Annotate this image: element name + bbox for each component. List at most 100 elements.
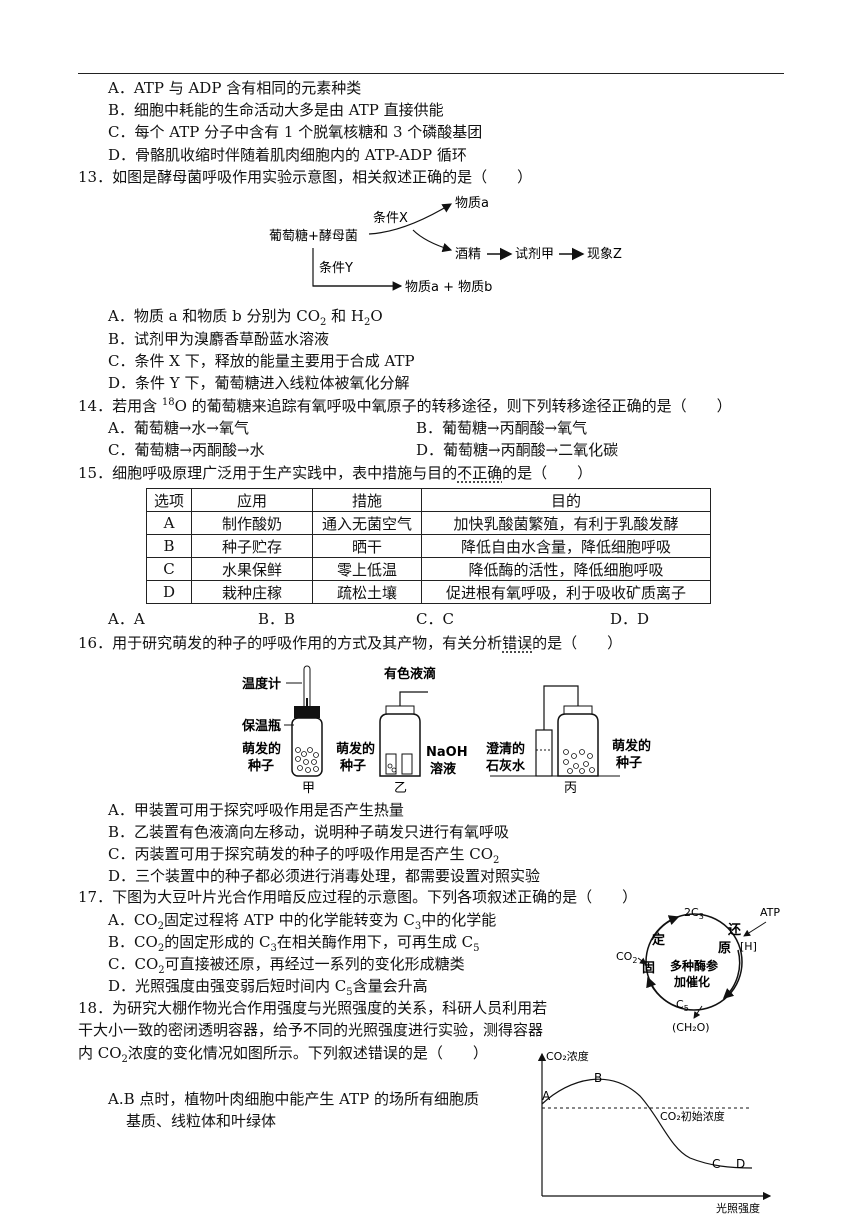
table-header: 目的 [421,488,711,512]
table-cell: 降低自由水含量，降低细胞呼吸 [421,534,711,558]
q13-condition-x: 条件X [373,210,408,226]
q13-reagent: 试剂甲 [515,247,554,262]
table-row: A 制作酸奶 通入无菌空气 加快乳酸菌繁殖，有利于乳酸发酵 [146,511,711,535]
q15-option-c: C．C [416,610,454,628]
q14-option-b: B．葡萄糖→丙酮酸→氧气 [416,419,588,437]
table-cell: 种子贮存 [191,534,313,558]
table-row: C 水果保鲜 零上低温 降低酶的活性，降低细胞呼吸 [146,557,711,581]
cycle-enzyme-1: 多种酶参 [670,958,719,973]
table-cell: 栽种庄稼 [191,580,313,604]
table-header: 应用 [191,488,313,512]
cycle-gu: 固 [642,961,655,976]
connecting-tube [543,685,579,754]
table-cell: 疏松土壤 [312,580,422,604]
point-d-label: D [736,1157,745,1171]
cycle-ch2o: (CH₂O) [672,1021,710,1034]
q17-option-c: C．CO2可直接被还原，再经过一系列的变化形成糖类 [108,955,465,976]
q14-option-c: C．葡萄糖→丙酮酸→水 [108,441,265,459]
cycle-huan: 还 [727,922,742,938]
label-seeds-2b: 种子 [339,758,366,774]
q18-line-3: 内 CO2浓度的变化情况如图所示。下列叙述错误的是（ ） [78,1044,488,1065]
cycle-enzyme-2: 加催化 [673,974,710,989]
q13-arrow-x-up [368,203,453,235]
label-seeds-1a: 萌发的 [242,741,281,757]
label-colored-drop: 有色液滴 [384,666,436,682]
q12-option-b: B．细胞中耗能的生命活动大多是由 ATP 直接供能 [108,101,444,119]
label-thermos: 保温瓶 [241,718,281,734]
q13-diagram: 葡萄糖+酵母菌 条件X 物质a 酒精 试剂甲 现象Z 条件Y 物质a + 物质b [269,196,622,295]
cycle-yuan: 原 [718,941,731,956]
point-b-label: B [594,1071,602,1085]
q18-option-a-2: 基质、线粒体和叶绿体 [126,1112,277,1130]
q16-option-d: D．三个装置中的种子都必须进行消毒处理，都需要设置对照实验 [108,867,541,885]
label-lime-1: 澄清的 [486,741,525,757]
q15-option-a: A．A [108,610,145,628]
q12-option-c: C．每个 ATP 分子中含有 1 个脱氧核糖和 3 个磷酸基团 [108,123,483,141]
label-seeds-3b: 种子 [615,755,642,771]
table-cell: D [146,580,192,604]
table-cell: 通入无菌空气 [312,511,422,535]
cycle-ding: 定 [651,932,665,948]
label-naoh-2: 溶液 [430,761,456,777]
q15-option-b: B．B [258,610,296,628]
table-cell: 零上低温 [312,557,422,581]
q17-calvin-cycle-diagram: 2C3 ATP 还 原 [H] 定 固 CO2 多种酶参 加催化 C5 (CH₂… [616,906,780,1034]
q16-apparatus-figure: 温度计 保温瓶 萌发的 种子 甲 有色液滴 萌发的 种子 NaOH 溶液 乙 [241,665,651,796]
label-seeds-2a: 萌发的 [336,741,375,757]
cycle-nadph: [H] [740,940,757,953]
q16-option-b: B．乙装置有色液滴向左移动，说明种子萌发只进行有氧呼吸 [108,823,510,841]
q13-material-a: 物质a [455,196,489,211]
cycle-co2: CO2 [616,950,637,965]
table-row: D 栽种庄稼 疏松土壤 促进根有氧呼吸，利于吸收矿质离子 [146,580,711,604]
q16-option-c: C．丙装置可用于探究萌发的种子的呼吸作用是否产生 CO2 [108,845,500,866]
q15-option-d: D．D [610,610,650,628]
q13-option-a: A．物质 a 和物质 b 分别为 CO2 和 H2O [108,307,383,328]
q18-line-2: 干大小一致的密闭透明容器，给予不同的光照强度进行实验，测得容器 [78,1021,544,1039]
label-jia: 甲 [302,781,315,796]
x-axis-label: 光照强度 [716,1201,760,1214]
q16-option-a: A．甲装置可用于探究呼吸作用是否产生热量 [108,801,404,819]
q13-arrow-x-down [412,229,453,253]
q18-option-a-1: A.B 点时，植物叶肉细胞中能产生 ATP 的场所有细胞质 [108,1090,480,1108]
label-thermometer: 温度计 [242,676,281,692]
q12-option-a: A．ATP 与 ADP 含有相同的元素种类 [108,79,362,97]
table-cell: 降低酶的活性，降低细胞呼吸 [421,557,711,581]
q13-material-ab: 物质a + 物质b [405,280,492,295]
q13-stem: 13．如图是酵母菌呼吸作用实验示意图，相关叙述正确的是（ ） [78,168,533,186]
q16-stem: 16．用于研究萌发的种子的呼吸作用的方式及其产物，有关分析错误的是（ ） [78,634,623,652]
q18-co2-chart: CO₂浓度 光照强度 CO₂初始浓度 A B C D [537,1049,772,1214]
table-cell: 促进根有氧呼吸，利于吸收矿质离子 [421,580,711,604]
label-seeds-1b: 种子 [247,758,274,774]
q17-stem: 17．下图为大豆叶片光合作用暗反应过程的示意图。下列各项叙述正确的是（ ） [78,888,638,906]
q12-option-d: D．骨骼肌收缩时伴随着肌肉细胞内的 ATP-ADP 循环 [108,146,467,164]
q13-option-b: B．试剂甲为溴麝香草酚蓝水溶液 [108,330,330,348]
q18-line-1: 18．为研究大棚作物光合作用强度与光照强度的关系，科研人员利用若 [78,999,548,1017]
seeds-icon [295,747,319,773]
label-seeds-3a: 萌发的 [612,738,651,754]
q14-stem: 14．若用含 18O 的葡萄糖来追踪有氧呼吸中氧原子的转移途径，则下列转移途径正… [78,397,732,415]
point-a-label: A [542,1089,551,1103]
q15-table: 选项 应用 措施 目的 A 制作酸奶 通入无菌空气 加快乳酸菌繁殖，有利于乳酸发… [146,488,711,604]
label-lime-2: 石灰水 [485,758,526,774]
q15-stem: 15．细胞呼吸原理广泛用于生产实践中，表中措施与目的不正确的是（ ） [78,464,593,482]
table-cell: 制作酸奶 [191,511,313,535]
table-cell: 加快乳酸菌繁殖，有利于乳酸发酵 [421,511,711,535]
cycle-c5: C5 [676,998,689,1013]
table-header-row: 选项 应用 措施 目的 [146,488,711,512]
cycle-atp: ATP [760,906,780,919]
table-header: 选项 [146,488,192,512]
initial-concentration-label: CO₂初始浓度 [660,1109,725,1123]
table-cell: B [146,534,192,558]
table-cell: 水果保鲜 [191,557,313,581]
q14-option-a: A．葡萄糖→水→氧气 [108,419,249,437]
point-c-label: C [712,1157,720,1171]
test-tube-icon [535,729,553,777]
q13-phenomenon: 现象Z [587,247,622,262]
label-bing: 丙 [564,781,577,796]
co2-curve [541,1078,753,1169]
q13-option-d: D．条件 Y 下，葡萄糖进入线粒体被氧化分解 [108,374,410,392]
q13-condition-y: 条件Y [319,260,353,276]
flask-stopper [294,706,320,718]
drop-tube [399,691,428,706]
